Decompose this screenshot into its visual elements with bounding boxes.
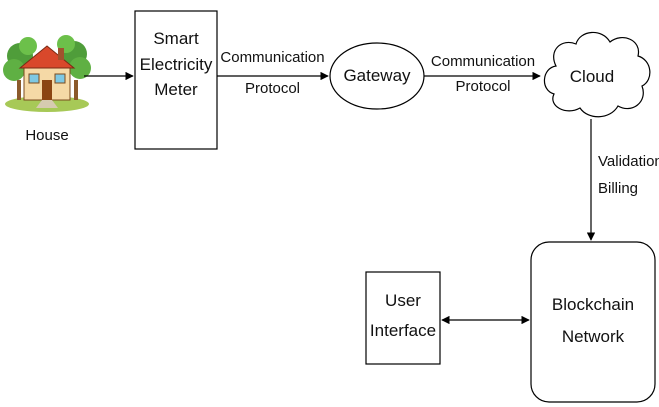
blockchain-label: Blockchain Network	[531, 292, 655, 349]
link3-label: Validation, Billing	[598, 150, 659, 201]
link1-line1: Communication	[220, 49, 325, 66]
smart-meter-box	[134, 10, 218, 150]
blockchain-box	[530, 241, 656, 403]
smart-meter-label: Smart Electricity Meter	[135, 26, 217, 103]
user-interface-line1: User	[385, 291, 421, 310]
link2-line2: Protocol	[455, 78, 511, 96]
user-interface-box	[365, 271, 441, 365]
link2-line1: Communication	[430, 53, 536, 70]
house-icon	[3, 35, 91, 112]
smart-meter-line1: Smart	[153, 29, 199, 48]
user-interface-line2: Interface	[369, 320, 437, 340]
gateway-label: Gateway	[343, 66, 411, 85]
link2-label: Communication Protocol	[428, 50, 538, 99]
link1-line2: Protocol	[244, 80, 301, 98]
cloud-label: Cloud	[569, 67, 615, 86]
house-label: House	[25, 127, 69, 144]
blockchain-line2: Network	[561, 326, 625, 346]
user-interface-label: User Interface	[366, 288, 440, 343]
link3-line1: Validation,	[598, 153, 659, 170]
cloud-shape	[543, 31, 651, 118]
link3-line2: Billing	[598, 180, 639, 198]
blockchain-line1: Blockchain	[551, 295, 635, 314]
smart-meter-line2: Electricity	[139, 54, 213, 74]
link1-label: Communication Protocol	[217, 46, 328, 101]
smart-meter-line3: Meter	[154, 80, 198, 99]
